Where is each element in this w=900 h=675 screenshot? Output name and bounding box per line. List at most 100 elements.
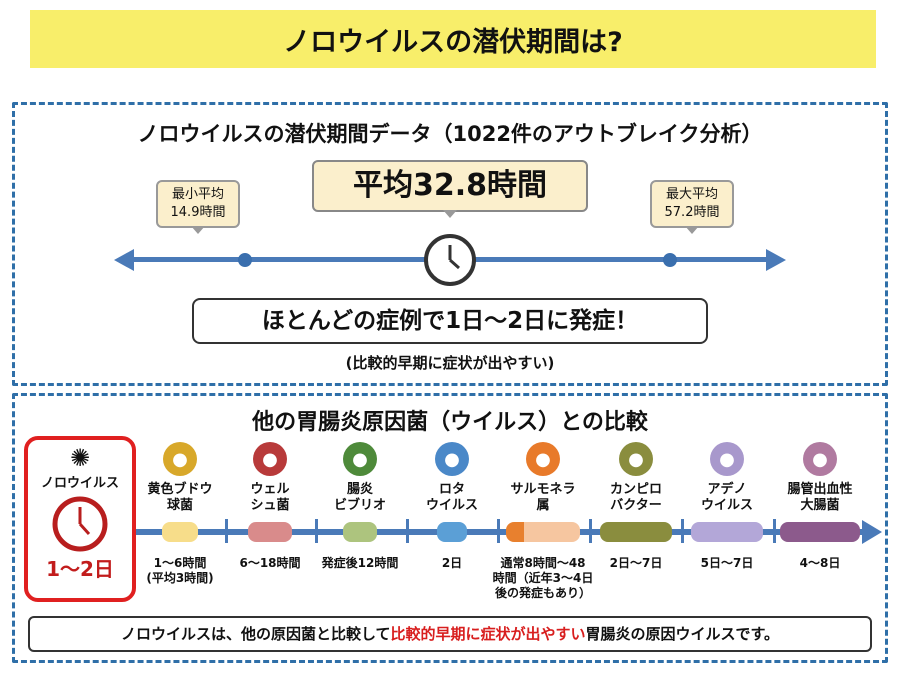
pathogen-icon: ● <box>803 442 837 476</box>
comparison-panel <box>12 393 888 663</box>
pathogen-period: 2日 <box>397 556 507 571</box>
page-title: ノロウイルスの潜伏期間は? <box>283 26 623 58</box>
pathogen-name-line: サルモネラ <box>510 482 576 497</box>
pathogen-name: ウェルシュ菌 <box>220 482 320 516</box>
pathogen-column: ● 腸炎ビブリオ <box>310 442 410 516</box>
pathogen-column: ● アデノウイルス <box>677 442 777 516</box>
pathogen-period: 2日〜7日 <box>581 556 691 571</box>
period-bar <box>248 522 292 542</box>
pathogen-name: アデノウイルス <box>677 482 777 516</box>
pathogen-column: ● カンピロバクター <box>586 442 686 516</box>
pathogen-period: 5日〜7日 <box>672 556 782 571</box>
arrow-right-icon <box>766 249 786 271</box>
pathogen-icon: ● <box>435 442 469 476</box>
period-bar <box>506 522 580 542</box>
period-line: 5日〜7日 <box>700 556 754 570</box>
pathogen-column: ● 腸管出血性大腸菌 <box>770 442 870 516</box>
pathogen-name-line: 属 <box>536 498 550 513</box>
max-callout: 最大平均 57.2時間 <box>650 180 734 234</box>
pathogen-icon: ● <box>253 442 287 476</box>
min-dot <box>238 253 252 267</box>
period-line: 通常8時間〜48 <box>500 556 586 570</box>
pathogen-name-line: 腸炎 <box>346 482 373 497</box>
pathogen-name-line: ビブリオ <box>333 498 386 513</box>
pathogen-name-line: ウイルス <box>700 498 753 513</box>
period-line: 2日 <box>441 556 463 570</box>
max-dot <box>663 253 677 267</box>
period-bar <box>162 522 198 542</box>
pathogen-name: サルモネラ属 <box>493 482 593 516</box>
conclusion-text: ほとんどの症例で1日〜2日に発症！ <box>261 308 639 334</box>
period-line: 2日〜7日 <box>609 556 663 570</box>
avg-value: 平均32.8時間 <box>352 168 548 203</box>
pathogen-period: 4〜8日 <box>765 556 875 571</box>
arrow-right-icon <box>862 520 882 544</box>
pathogen-name-line: アデノ <box>707 482 747 497</box>
pathogen-name: 腸管出血性大腸菌 <box>770 482 870 516</box>
pathogen-period: 発症後12時間 <box>305 556 415 571</box>
pathogen-period: 6〜18時間 <box>215 556 325 571</box>
pathogen-icon: ● <box>619 442 653 476</box>
incubation-data-panel <box>12 102 888 386</box>
timeline-tick <box>225 519 228 543</box>
period-bar <box>437 522 467 542</box>
pathogen-name-line: 球菌 <box>166 498 193 513</box>
pathogen-name-line: 黄色ブドウ <box>147 482 213 497</box>
pathogen-icon: ● <box>343 442 377 476</box>
max-label: 最大平均 <box>665 187 718 202</box>
pathogen-column: ● ロタウイルス <box>402 442 502 516</box>
period-bar <box>691 522 763 542</box>
section1-heading: ノロウイルスの潜伏期間データ（1022件のアウトブレイク分析） <box>137 122 763 146</box>
timeline-tick <box>773 519 776 543</box>
pathogen-name: カンピロバクター <box>586 482 686 516</box>
pathogen-icon: ● <box>526 442 560 476</box>
timeline-tick <box>681 519 684 543</box>
min-label: 最小平均 <box>171 187 224 202</box>
avg-callout: 平均32.8時間 <box>312 160 588 218</box>
timeline-tick <box>406 519 409 543</box>
pathogen-name-line: 腸管出血性 <box>787 482 853 497</box>
period-line: 時間（近年3〜4日 <box>492 571 594 585</box>
period-line: (平均3時間) <box>146 571 214 585</box>
pathogen-name-line: カンピロ <box>609 482 662 497</box>
period-line: 発症後12時間 <box>321 556 399 570</box>
min-value: 14.9時間 <box>170 205 226 220</box>
norovirus-period: 1〜2日 <box>46 557 114 581</box>
footer-summary: ノロウイルスは、他の原因菌と比較して比較的早期に症状が出やすい胃腸炎の原因ウイル… <box>28 616 872 652</box>
virus-icon: ✺ <box>69 444 91 472</box>
timeline-tick <box>497 519 500 543</box>
period-line: 4〜8日 <box>799 556 841 570</box>
min-callout: 最小平均 14.9時間 <box>156 180 240 234</box>
arrow-left-icon <box>114 249 134 271</box>
clock-icon <box>424 234 476 286</box>
pathogen-column: ● サルモネラ属 <box>493 442 593 516</box>
footer-highlight: 比較的早期に症状が出やすい <box>390 625 586 643</box>
clock-icon <box>52 496 108 552</box>
pathogen-name: ロタウイルス <box>402 482 502 516</box>
footer-post: 胃腸炎の原因ウイルスです。 <box>585 625 780 643</box>
pathogen-column: ● ウェルシュ菌 <box>220 442 320 516</box>
pathogen-icon: ● <box>163 442 197 476</box>
pathogen-name-line: 大腸菌 <box>800 498 840 513</box>
period-bar <box>343 522 377 542</box>
title-banner: ノロウイルスの潜伏期間は? <box>30 10 876 68</box>
pathogen-name-line: ウイルス <box>425 498 478 513</box>
pathogen-name-line: バクター <box>610 498 662 513</box>
timeline-tick <box>315 519 318 543</box>
conclusion-note: (比較的早期に症状が出やすい) <box>345 354 555 372</box>
pathogen-icon: ● <box>710 442 744 476</box>
pathogen-period: 1〜6時間(平均3時間) <box>125 556 235 586</box>
period-line: 1〜6時間 <box>153 556 207 570</box>
period-bar <box>600 522 672 542</box>
norovirus-name: ノロウイルス <box>40 476 119 491</box>
footer-pre: ノロウイルスは、他の原因菌と比較して <box>120 625 391 643</box>
pathogen-name-line: ウェル <box>250 482 290 497</box>
timeline-tick <box>589 519 592 543</box>
pathogen-name-line: ロタ <box>438 482 465 497</box>
max-value: 57.2時間 <box>664 205 720 220</box>
norovirus-highlight: ✺ ノロウイルス 1〜2日 <box>24 436 136 602</box>
period-bar <box>780 522 860 542</box>
period-line: 後の発症もあり） <box>494 586 591 600</box>
pathogen-name: 腸炎ビブリオ <box>310 482 410 516</box>
section2-heading: 他の胃腸炎原因菌（ウイルス）との比較 <box>252 410 648 435</box>
